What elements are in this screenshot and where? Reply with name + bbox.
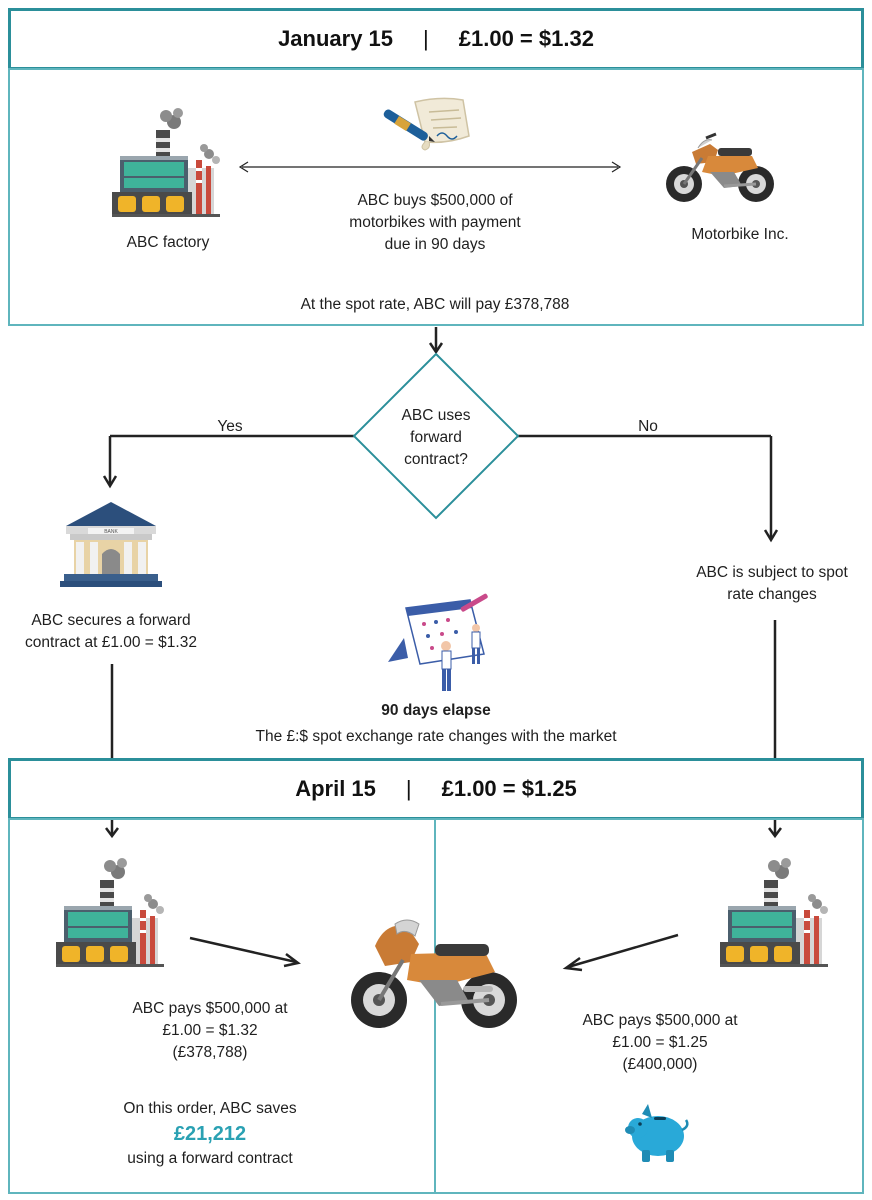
contract-signing-icon [383, 97, 470, 151]
bottom-date-header: April 15 | £1.00 = $1.25 [8, 758, 864, 820]
bank-icon: BANK [60, 502, 162, 587]
spot-payment-line-3: (£400,000) [622, 1056, 698, 1073]
deal-line-1: ABC buys $500,000 of [357, 192, 513, 209]
abc-factory-icon-left [56, 858, 164, 967]
bottom-right-panel [434, 818, 864, 1194]
spot-exposure-line-2: rate changes [727, 586, 817, 603]
abc-factory-icon-right [720, 858, 828, 967]
bottom-header-date: April 15 [295, 776, 376, 801]
spot-exposure-line-1: ABC is subject to spot [696, 564, 848, 581]
piggy-bank-icon [625, 1104, 689, 1162]
deal-line-2: motorbikes with payment [349, 214, 521, 231]
spot-rate-note: At the spot rate, ABC will pay £378,788 [300, 296, 570, 313]
spot-payment-line-1: ABC pays $500,000 at [582, 1012, 738, 1029]
top-date-header: January 15 | £1.00 = $1.32 [8, 8, 864, 70]
spot-rate-exposure-text: ABC is subject to spot rate changes [672, 562, 872, 606]
spot-payment-text: ABC pays $500,000 at £1.00 = $1.25 (£400… [540, 1010, 780, 1076]
no-label: No [638, 418, 658, 435]
forward-contract-line-1: ABC secures a forward [31, 612, 191, 629]
elapse-subtitle: The £:$ spot exchange rate changes with … [255, 728, 617, 745]
bottom-header-separator: | [405, 776, 412, 801]
calendar-planning-icon [388, 593, 488, 691]
motorbike-inc-label: Motorbike Inc. [691, 226, 789, 243]
forward-payment-line-2: £1.00 = $1.32 [162, 1022, 258, 1039]
forward-contract-line-2: contract at £1.00 = $1.32 [25, 634, 197, 651]
savings-block: On this order, ABC saves £21,212 using a… [70, 1098, 350, 1170]
forward-payment-line-1: ABC pays $500,000 at [132, 1000, 288, 1017]
bottom-header-rate: £1.00 = $1.25 [441, 776, 577, 801]
elapse-title: 90 days elapse [381, 702, 491, 719]
spot-payment-line-2: £1.00 = $1.25 [612, 1034, 708, 1051]
motorbike-icon-large [351, 919, 517, 1028]
top-header-separator: | [423, 26, 429, 51]
decision-question: ABC uses forward contract? [376, 405, 496, 471]
abc-factory-label: ABC factory [126, 234, 210, 251]
decision-line-1: ABC uses [401, 407, 471, 424]
savings-line-3: using a forward contract [127, 1150, 293, 1167]
savings-line-1: On this order, ABC saves [123, 1100, 297, 1117]
decision-diamond [352, 352, 520, 520]
top-panel [8, 68, 864, 326]
trade-double-arrow [238, 161, 622, 173]
forward-payment-text: ABC pays $500,000 at £1.00 = $1.32 (£378… [80, 998, 340, 1064]
top-header-rate: £1.00 = $1.32 [458, 26, 594, 51]
forward-payment-line-3: (£378,788) [172, 1044, 248, 1061]
decision-line-2: forward [410, 429, 462, 446]
abc-factory-icon [112, 108, 220, 217]
yes-label: Yes [217, 418, 243, 435]
top-header-date: January 15 [278, 26, 394, 51]
bank-sign-text: BANK [104, 529, 118, 535]
decision-line-3: contract? [404, 451, 468, 468]
motorbike-icon [666, 132, 774, 202]
deal-line-3: due in 90 days [384, 236, 486, 253]
forward-contract-text: ABC secures a forward contract at £1.00 … [0, 610, 222, 654]
deal-description: ABC buys $500,000 of motorbikes with pay… [300, 190, 570, 256]
savings-amount: £21,212 [173, 1123, 247, 1145]
